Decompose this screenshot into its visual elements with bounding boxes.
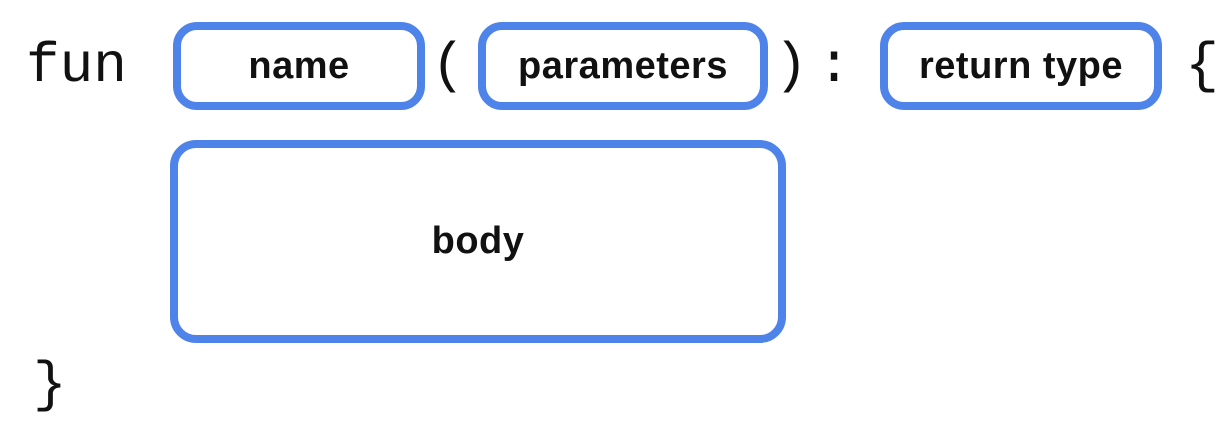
close-paren: ) [774,34,808,98]
close-brace: } [33,353,67,417]
body-placeholder-box: body [170,140,786,343]
return-type-placeholder-box: return type [880,22,1162,110]
body-label: body [431,220,525,262]
open-brace: { [1185,34,1219,98]
open-paren: ( [431,34,465,98]
parameters-label: parameters [518,44,728,87]
return-type-label: return type [919,44,1123,87]
colon-separator: : [817,34,851,98]
name-placeholder-box: name [173,22,425,110]
name-label: name [248,44,350,87]
fun-keyword: fun [26,34,127,98]
parameters-placeholder-box: parameters [478,22,768,110]
